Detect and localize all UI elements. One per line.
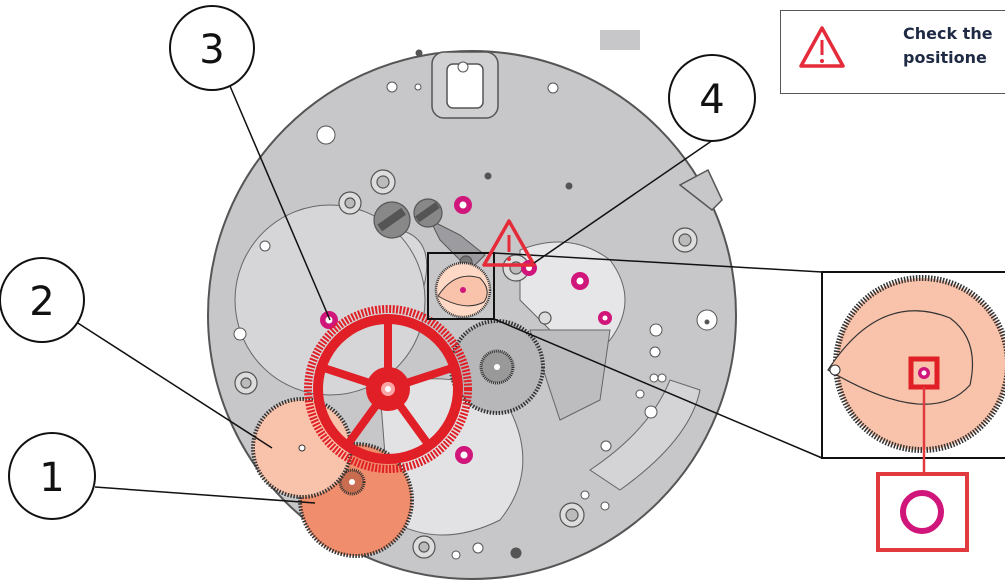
warning-triangle-icon <box>482 219 536 267</box>
callout-1-label: 1 <box>39 455 64 501</box>
note-warning-icon <box>799 26 845 68</box>
callout-3-label: 3 <box>199 27 224 73</box>
zoom-leader-bottom <box>493 318 823 459</box>
detail-focus-box <box>427 252 495 320</box>
jewels <box>320 196 612 464</box>
callout-3: 3 <box>169 5 255 91</box>
warning-note-box <box>780 10 1005 94</box>
callout-4: 4 <box>668 54 756 142</box>
wheel-3-red <box>304 305 472 473</box>
small-holes <box>233 49 718 560</box>
warning-note-text: Check the positione <box>903 24 993 67</box>
cam-wheel-small <box>434 261 492 319</box>
callout-1: 1 <box>8 432 96 520</box>
screws <box>234 169 698 559</box>
bridges <box>234 204 701 536</box>
zoom-leader-top <box>493 252 823 273</box>
callout-leaders <box>69 57 714 504</box>
jewel-magnified-box <box>876 472 969 552</box>
callout-4-label: 4 <box>699 77 724 123</box>
callout-2-label: 2 <box>29 279 54 325</box>
zoom-detail-panel <box>821 271 1005 474</box>
callout-2: 2 <box>0 257 85 343</box>
